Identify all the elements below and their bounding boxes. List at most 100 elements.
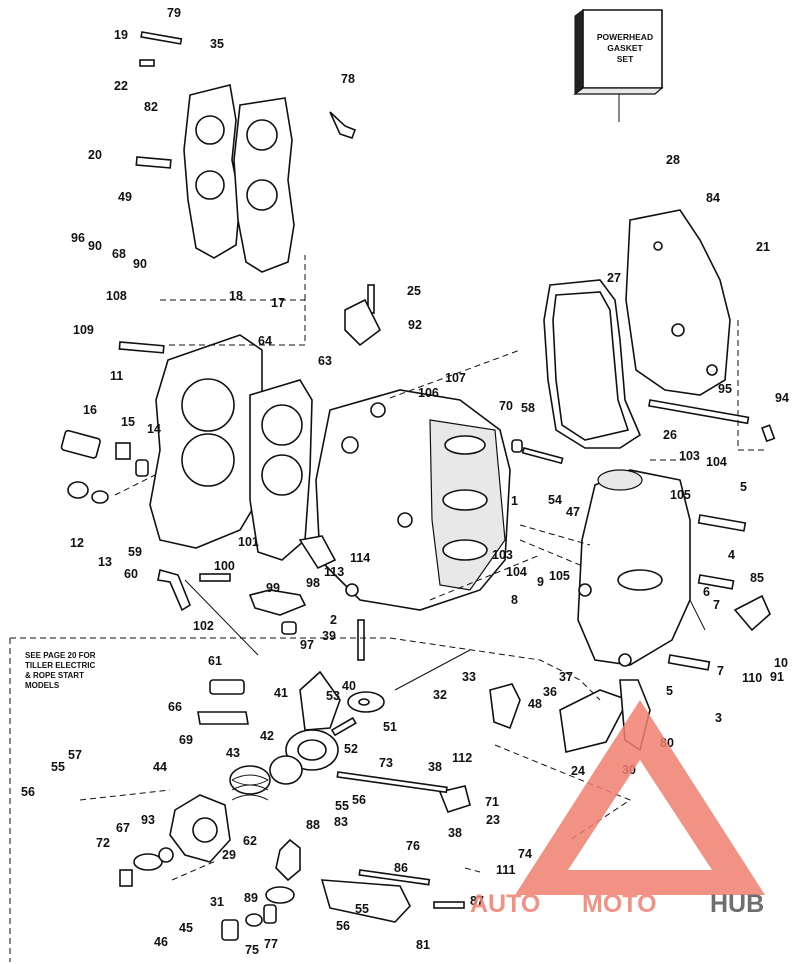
callout-74: 74	[518, 847, 532, 861]
callout-39: 39	[322, 629, 336, 643]
callout-101: 101	[238, 535, 259, 549]
callout-100: 100	[214, 559, 235, 573]
callout-93: 93	[141, 813, 155, 827]
callout-55c: 55	[355, 902, 369, 916]
note-line-2: TILLER ELECTRIC	[25, 661, 95, 670]
callout-18: 18	[229, 289, 243, 303]
callout-3: 3	[715, 711, 722, 725]
callout-90b: 90	[133, 257, 147, 271]
callout-9: 9	[537, 575, 544, 589]
transfer-gasket	[543, 279, 642, 449]
note-line-3: & ROPE START	[25, 671, 84, 680]
callout-113: 113	[324, 565, 344, 579]
callout-49: 49	[118, 190, 132, 204]
callout-57: 57	[68, 748, 82, 762]
callout-38a: 38	[428, 760, 442, 774]
gasket-box-line-1: POWERHEAD	[597, 32, 653, 42]
tiller-note: SEE PAGE 20 FOR TILLER ELECTRIC & ROPE S…	[25, 651, 96, 690]
callout-112: 112	[452, 751, 472, 765]
callout-numbers: 79 19 35 22 78 82 20 49 96 90 68 90 18 1…	[21, 6, 789, 957]
callout-75: 75	[245, 943, 259, 957]
callout-27: 27	[607, 271, 621, 285]
callout-73: 73	[379, 756, 393, 770]
callout-7b: 7	[717, 664, 724, 678]
callout-91: 91	[770, 670, 784, 684]
callout-17: 17	[271, 296, 285, 310]
callout-109: 109	[73, 323, 94, 337]
callout-20: 20	[88, 148, 102, 162]
callout-69: 69	[179, 733, 193, 747]
callout-25: 25	[407, 284, 421, 298]
callout-95: 95	[718, 382, 732, 396]
callout-104a: 104	[706, 455, 727, 469]
callout-36: 36	[543, 685, 557, 699]
automotohub-watermark: AUTO MOTO HUB	[470, 700, 765, 918]
callout-96: 96	[71, 231, 85, 245]
callout-42: 42	[260, 729, 274, 743]
watermark-text-hub: HUB	[710, 890, 764, 918]
callout-31: 31	[210, 895, 224, 909]
callout-81: 81	[416, 938, 430, 952]
gasket-set-box: POWERHEAD GASKET SET	[573, 9, 664, 122]
callout-47: 47	[566, 505, 580, 519]
callout-16: 16	[83, 403, 97, 417]
callout-48: 48	[528, 697, 542, 711]
callout-103a: 103	[679, 449, 700, 463]
callout-29: 29	[222, 848, 236, 862]
callout-10: 10	[774, 656, 788, 670]
callout-98: 98	[306, 576, 320, 590]
callout-21: 21	[756, 240, 770, 254]
callout-87: 87	[470, 894, 484, 908]
callout-55a: 55	[51, 760, 65, 774]
callout-85: 85	[750, 571, 764, 585]
callout-19: 19	[114, 28, 128, 42]
callout-79: 79	[167, 6, 181, 20]
callout-66: 66	[168, 700, 182, 714]
callout-82: 82	[144, 100, 158, 114]
callout-32: 32	[433, 688, 447, 702]
gasket-box-line-3: SET	[617, 54, 634, 64]
lower-linkage-parts	[119, 670, 651, 941]
callout-13: 13	[98, 555, 112, 569]
callout-102: 102	[193, 619, 214, 633]
note-line-1: SEE PAGE 20 FOR	[25, 651, 96, 660]
callout-89: 89	[244, 891, 258, 905]
callout-45: 45	[179, 921, 193, 935]
callout-43: 43	[226, 746, 240, 760]
callout-84: 84	[706, 191, 720, 205]
callout-64: 64	[258, 334, 272, 348]
callout-15: 15	[121, 415, 135, 429]
gasket-box-line-2: GASKET	[607, 43, 643, 53]
callout-56b: 56	[352, 793, 366, 807]
callout-110: 110	[742, 671, 762, 685]
callout-8: 8	[511, 593, 518, 607]
callout-61: 61	[208, 654, 222, 668]
callout-14: 14	[147, 422, 161, 436]
callout-111: 111	[496, 863, 516, 877]
watermark-text-auto: AUTO	[470, 890, 540, 918]
callout-92: 92	[408, 318, 422, 332]
callout-6: 6	[703, 585, 710, 599]
callout-77: 77	[264, 937, 278, 951]
callout-68: 68	[112, 247, 126, 261]
callout-56a: 56	[21, 785, 35, 799]
callout-78: 78	[341, 72, 355, 86]
callout-54: 54	[548, 493, 562, 507]
callout-24: 24	[571, 764, 585, 778]
callout-83: 83	[334, 815, 348, 829]
exhaust-cover	[149, 334, 313, 561]
callout-41: 41	[274, 686, 288, 700]
callout-70: 70	[499, 399, 513, 413]
watermark-text-moto: MOTO	[582, 890, 657, 918]
callout-37: 37	[559, 670, 573, 684]
callout-12: 12	[70, 536, 84, 550]
callout-86: 86	[394, 861, 408, 875]
note-line-4: MODELS	[25, 681, 60, 690]
crankcase	[577, 469, 691, 667]
callout-46: 46	[154, 935, 168, 949]
callout-90a: 90	[88, 239, 102, 253]
callout-2: 2	[330, 613, 337, 627]
callout-33: 33	[462, 670, 476, 684]
callout-28: 28	[666, 153, 680, 167]
